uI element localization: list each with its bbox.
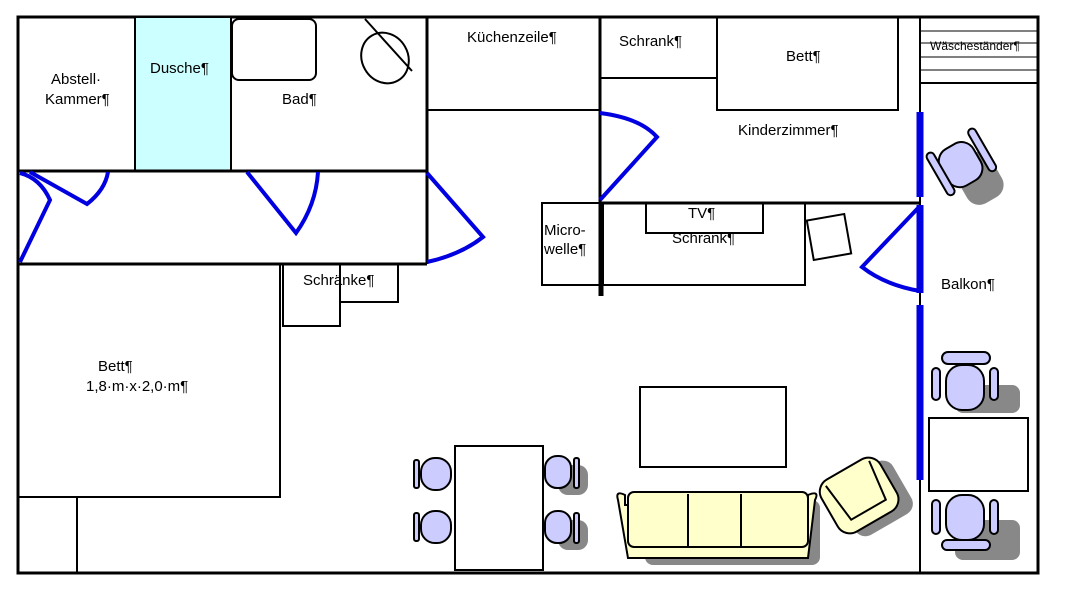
kids-bed [716,16,899,111]
label-bett-size: 1,8·m·x·2,0·m¶ [86,378,188,395]
tv [645,202,764,234]
label-micro: Micro- [544,222,586,239]
label-bett-kinder: Bett¶ [786,48,821,65]
main-bed [17,263,281,498]
door-swings [18,111,922,293]
drying-rack [920,30,1038,84]
label-schrank-kinder: Schrank¶ [619,33,682,50]
chair [413,457,452,491]
label-tv-schrank: Schrank¶ [672,230,735,247]
dining-table [454,445,544,571]
label-bad: Bad¶ [282,91,317,108]
sofa [616,491,820,565]
label-kinderzimmer: Kinderzimmer¶ [738,122,839,139]
office-chair [931,351,1020,413]
office-chair [925,127,1004,205]
toilet-tank [364,18,413,72]
chair [413,510,452,544]
label-balkon: Balkon¶ [941,276,995,293]
armchair [818,456,913,537]
label-waeschestaender: Wäscheständer¶ [930,39,1020,53]
coffee-table [639,386,787,468]
chair [544,510,588,550]
label-welle: welle¶ [543,241,586,258]
balcony-table [928,417,1029,492]
label-schraenke: Schränke¶ [303,272,374,289]
label-kammer: Kammer¶ [45,91,110,108]
microwave [541,202,601,286]
small-box [805,212,853,262]
label-tv: TV¶ [688,205,715,222]
label-kuechenzeile: Küchenzeile¶ [467,29,557,46]
shower-room [134,16,232,172]
bathtub [231,18,317,81]
toilet [360,31,410,85]
chair [544,455,588,495]
nightstand [17,496,78,574]
cabinet [339,263,399,303]
label-bett-main: Bett¶ [98,358,133,375]
office-chair [931,494,1020,560]
label-dusche: Dusche¶ [150,60,209,77]
label-abstell: Abstell· [51,71,101,88]
